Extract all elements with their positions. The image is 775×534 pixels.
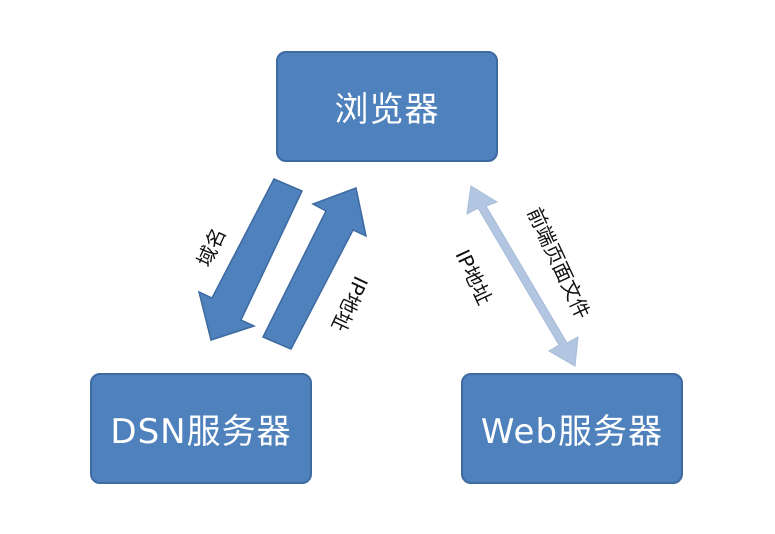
web-server-node: Web服务器 xyxy=(461,373,683,484)
web-server-node-label: Web服务器 xyxy=(480,412,664,452)
browser-node: 浏览器 xyxy=(276,51,498,162)
browser-web-double-arrow xyxy=(466,185,579,367)
browser-node-label: 浏览器 xyxy=(334,90,440,130)
dsn-server-node: DSN服务器 xyxy=(90,373,312,484)
dsn-server-node-label: DSN服务器 xyxy=(110,412,292,452)
domain-arrow xyxy=(197,178,304,341)
ip-address-arrow-left xyxy=(261,186,368,350)
